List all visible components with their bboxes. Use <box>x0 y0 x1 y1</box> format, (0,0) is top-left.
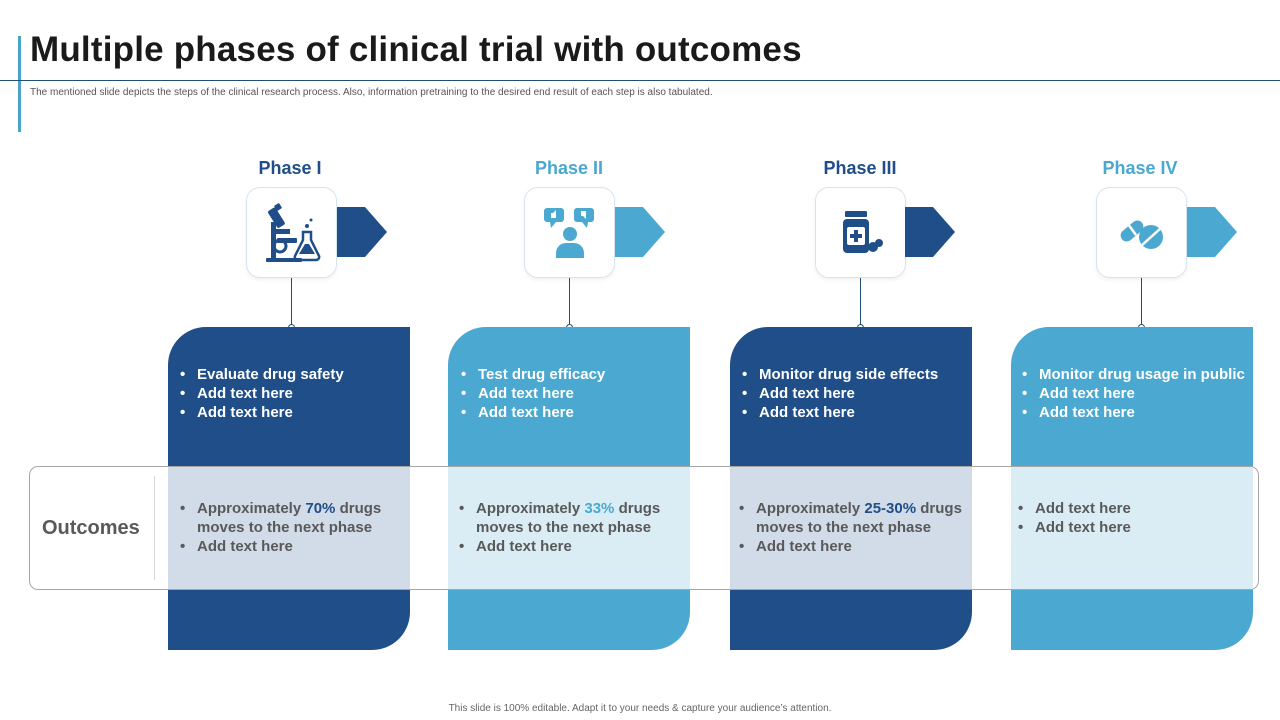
phase-4-bullets: Monitor drug usage in public Add text he… <box>1020 365 1245 422</box>
feedback-person-icon <box>543 207 594 258</box>
phase-4-outcomes: Add text here Add text here <box>1016 499 1131 537</box>
bullet-item: Add text here <box>1020 403 1245 422</box>
bullet-item: Evaluate drug safety <box>178 365 344 384</box>
phase-4-arrow-icon <box>1187 207 1237 257</box>
slide-title: Multiple phases of clinical trial with o… <box>30 30 802 69</box>
title-divider <box>0 80 1280 81</box>
phase-1-title: Phase I <box>258 158 322 178</box>
phase-3-bullets: Monitor drug side effects Add text here … <box>740 365 938 422</box>
phase-2-icon-box <box>524 187 615 278</box>
bullet-item: Add text here <box>178 384 344 403</box>
pills-icon <box>1120 220 1163 249</box>
medicine-bottle-icon <box>842 210 883 253</box>
outcome-item: Add text here <box>1016 499 1131 518</box>
outcomes-label: Outcomes <box>42 517 140 539</box>
phase-4-icon-box <box>1096 187 1187 278</box>
phase-1-connector <box>291 278 292 327</box>
outcome-percentage: 33% <box>584 500 615 517</box>
phase-4-connector <box>1141 278 1142 327</box>
phase-1-bullets: Evaluate drug safety Add text here Add t… <box>178 365 344 422</box>
bullet-item: Add text here <box>1020 384 1245 403</box>
phase-2-title: Phase II <box>534 158 604 178</box>
outcome-item: Add text here <box>737 537 962 556</box>
outcome-percentage: 25-30% <box>864 500 917 517</box>
outcomes-divider <box>154 476 155 580</box>
slide-subtitle: The mentioned slide depicts the steps of… <box>30 87 713 98</box>
phase-3-connector <box>860 278 861 327</box>
phase-2-arrow-icon <box>615 207 665 257</box>
bullet-item: Add text here <box>740 403 938 422</box>
bullet-item: Add text here <box>178 403 344 422</box>
bullet-item: Monitor drug side effects <box>740 365 938 384</box>
title-accent-bar <box>18 36 21 132</box>
slide-footer: This slide is 100% editable. Adapt it to… <box>448 703 832 714</box>
phase-3-title: Phase III <box>823 158 897 178</box>
bullet-item: Test drug efficacy <box>459 365 605 384</box>
phase-1-arrow-icon <box>337 207 387 257</box>
outcome-item: Add text here <box>1016 518 1131 537</box>
phase-3-icon-box <box>815 187 906 278</box>
phase-2-connector <box>569 278 570 327</box>
phase-2-bullets: Test drug efficacy Add text here Add tex… <box>459 365 605 422</box>
bullet-item: Add text here <box>459 384 605 403</box>
outcome-item: Add text here <box>178 537 381 556</box>
microscope-lab-icon <box>265 202 320 262</box>
bullet-item: Add text here <box>459 403 605 422</box>
outcomes-frame <box>29 466 1259 590</box>
bullet-item: Monitor drug usage in public <box>1020 365 1245 384</box>
bullet-item: Add text here <box>740 384 938 403</box>
phase-4-title: Phase IV <box>1102 158 1178 178</box>
outcome-item: Add text here <box>457 537 660 556</box>
phase-1-icon-box <box>246 187 337 278</box>
outcome-percentage: 70% <box>305 500 336 517</box>
phase-3-arrow-icon <box>905 207 955 257</box>
